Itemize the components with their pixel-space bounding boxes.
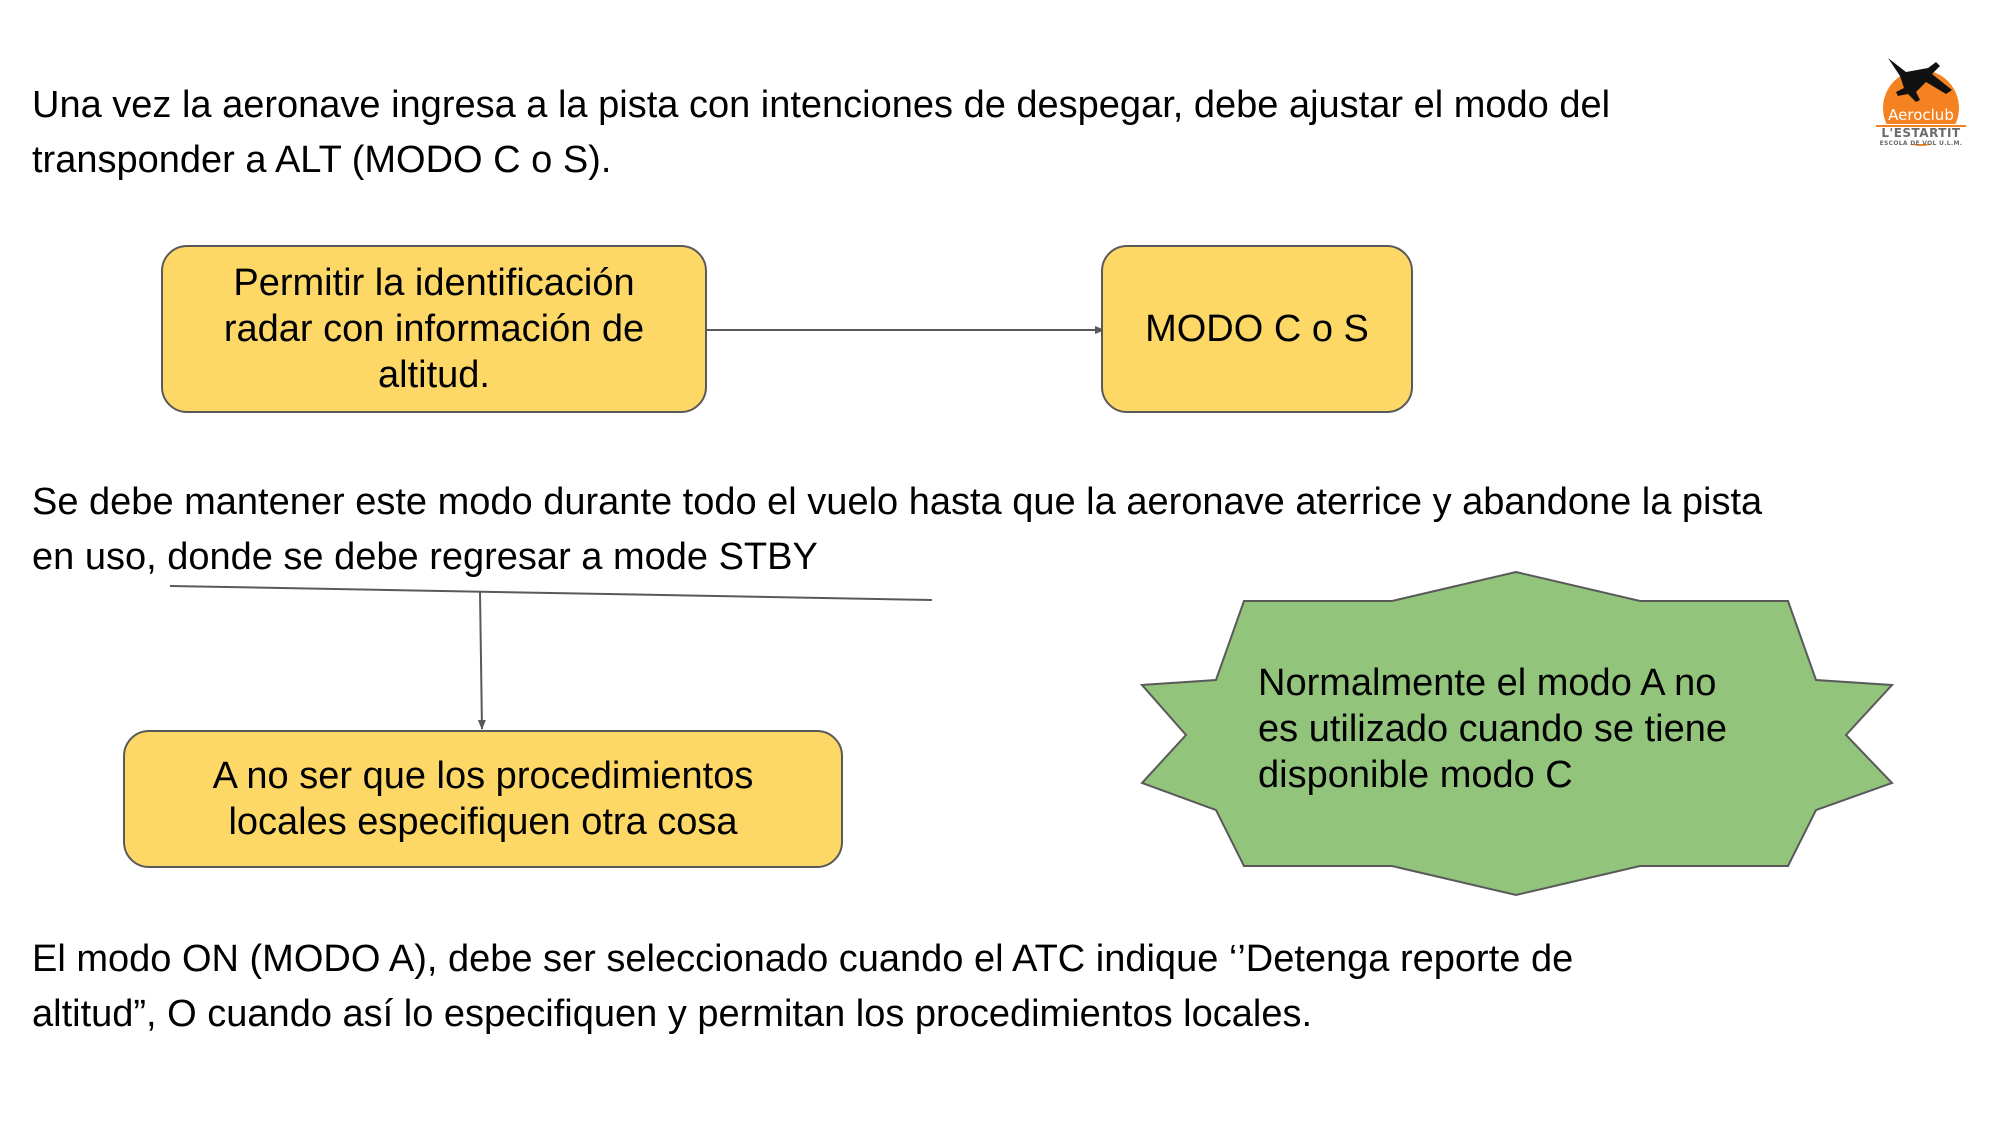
exception-box-text: A no ser que los procedimientos locales … (213, 753, 754, 845)
bracket-line (169, 585, 933, 601)
logo-name: Aeroclub (1888, 106, 1954, 124)
logo-tagline: ESCOLA DE VOL U.L.M. (1879, 140, 1963, 147)
logo-airplane-icon (1888, 58, 1952, 102)
closing-line-2: altitud”, O cuando así lo especifiquen y… (32, 993, 1313, 1035)
purpose-line-1: Permitir la identificación (233, 262, 635, 304)
mode-box: MODO C o S (1101, 245, 1413, 413)
closing-line-1: El modo ON (MODO A), debe ser selecciona… (32, 938, 1574, 980)
purpose-box: Permitir la identificación radar con inf… (161, 245, 707, 413)
middle-line-2: en uso, donde se debe regresar a mode ST… (32, 536, 818, 578)
purpose-box-text: Permitir la identificación radar con inf… (224, 260, 644, 398)
middle-paragraph: Se debe mantener este modo durante todo … (32, 475, 1762, 585)
note-line-1: Normalmente el modo A no (1258, 662, 1717, 704)
exception-line-2: locales especifiquen otra cosa (228, 801, 738, 843)
mode-box-label: MODO C o S (1145, 308, 1369, 350)
logo-subtitle: L'ESTARTIT (1881, 126, 1961, 140)
intro-line-2: transponder a ALT (MODO C o S). (32, 139, 612, 181)
purpose-line-3: altitud. (378, 354, 490, 396)
note-line-2: es utilizado cuando se tiene (1258, 708, 1727, 750)
note-line-3: disponible modo C (1258, 754, 1573, 796)
aeroclub-logo: Aeroclub (1876, 58, 1966, 146)
exception-line-1: A no ser que los procedimientos (212, 755, 754, 797)
closing-paragraph: El modo ON (MODO A), debe ser selecciona… (32, 932, 1573, 1042)
intro-line-1: Una vez la aeronave ingresa a la pista c… (32, 84, 1611, 126)
middle-line-1: Se debe mantener este modo durante todo … (32, 481, 1763, 523)
logo-text-block: L'ESTARTIT ESCOLA DE VOL U.L.M. (1866, 126, 1976, 148)
arrow-to-exception (477, 591, 486, 730)
note-burst-text: Normalmente el modo A no es utilizado cu… (1258, 660, 1798, 798)
intro-paragraph: Una vez la aeronave ingresa a la pista c… (32, 78, 1610, 188)
exception-box: A no ser que los procedimientos locales … (123, 730, 843, 868)
note-burst-shape (1139, 570, 1895, 897)
purpose-line-2: radar con información de (223, 308, 645, 350)
